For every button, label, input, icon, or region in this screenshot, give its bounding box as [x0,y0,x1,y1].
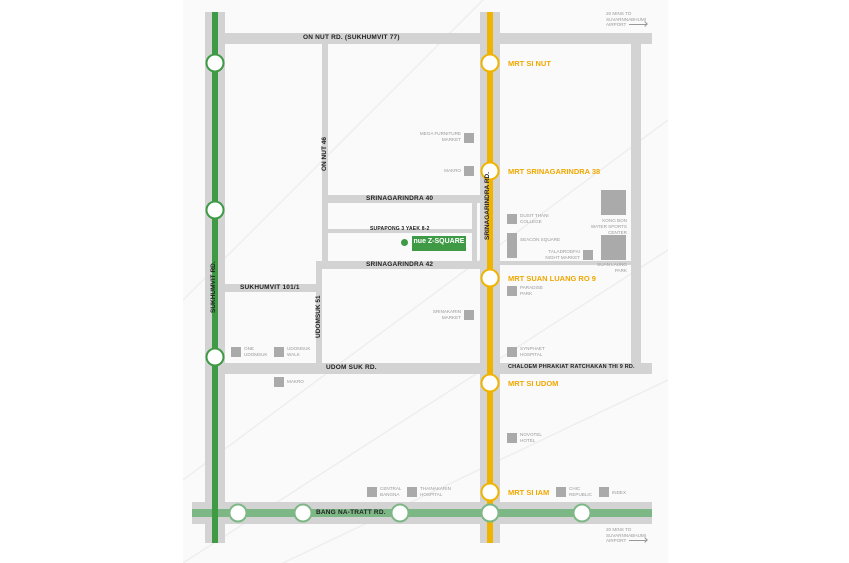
road-label-sukhumvit-101-1: SUKHUMVIT 101/1 [240,284,300,291]
project-location-icon [401,239,408,246]
landmark-marker [231,347,241,357]
road-suan-luang [500,261,631,265]
road-label-on-nut: ON NUT RD. (SUKHUMVIT 77) [303,34,400,41]
project-badge[interactable]: nue Z-SQUARE [412,236,466,251]
landmark-marker [507,233,517,258]
airport-note-bottom: 20 MINS TO SUVARNNABHUMI AIRPORT [606,527,648,544]
mrt-station[interactable] [480,53,500,73]
landmark-marker [601,190,626,215]
road-supapong [328,229,472,233]
landmark-label: MEGA FURNITURE MARKET [419,131,461,142]
road-on-nut-46 [322,44,328,266]
landmark-marker [507,433,517,443]
road-udom-suk [225,363,652,374]
landmark-marker [507,286,517,296]
landmark-marker [507,347,517,357]
road-label-supapong: SUPAPONG 3 YAEK 8-2 [370,226,430,232]
road-label-srinagarindra: SRINAGARINDRA RD. [484,171,491,240]
landmark-label: KONG BON WATER SPORTS CENTER [590,218,627,235]
arrow-right-icon [629,540,648,542]
mrt-label-si-iam: MRT SI IAM [508,488,550,497]
landmark-marker [599,487,609,497]
road-connector [472,203,477,261]
arrow-right-icon [629,24,648,26]
mrt-station[interactable] [480,482,500,502]
bts-station[interactable] [572,503,592,523]
landmark-label: SRINAKARIN MARKET [432,309,461,320]
landmark-marker [601,235,626,260]
mrt-label-srinagarindra-38: MRT SRINAGARINDRA 38 [508,167,601,176]
bts-line [212,12,218,543]
road-label-srinagarindra-42: SRINAGARINDRA 42 [366,261,434,268]
landmark-label: DUSIT THANI COLLEGE [520,213,549,224]
road-srinagarindra-42 [316,261,480,269]
bts-station[interactable] [205,347,225,367]
landmark-label: SUAN LAUNG PARK [597,262,627,273]
airport-note-text: 20 MINS TO SUVARNNABHUMI AIRPORT [606,527,646,543]
airport-note-text: 20 MINS TO SUVARNNABHUMI AIRPORT [606,11,646,27]
road-label-srinagarindra-40: SRINAGARINDRA 40 [366,195,434,202]
mrt-station[interactable] [480,268,500,288]
road-label-on-nut-46: ON NUT 46 [321,137,328,171]
landmark-marker [274,347,284,357]
landmark-marker [464,310,474,320]
landmark-label: CHIC REPUBLIC [569,486,592,497]
mrt-label-si-nut: MRT SI NUT [508,59,551,68]
landmark-label: SYNPHAET HOSPITAL [520,346,545,357]
landmark-label: THAINAKARIN HOSPITAL [420,486,451,497]
landmark-marker [274,377,284,387]
road-label-sukhumvit: SUKHUMVIT RD. [210,261,217,313]
landmark-label: SEACON SQUARE [520,237,561,242]
landmark-marker [583,250,593,260]
landmark-label: NOVOTEL HOTEL [520,432,542,443]
airport-note-top: 20 MINS TO SUVARNNABHUMI AIRPORT [606,11,648,28]
bts-station[interactable] [480,503,500,523]
landmark-marker [464,166,474,176]
mrt-label-suan-luang: MRT SUAN LUANG RO 9 [508,274,596,283]
area-map: ON NUT RD. (SUKHUMVIT 77) ON NUT 46 SRIN… [183,0,668,563]
bts-station[interactable] [205,53,225,73]
landmark-label: UDOMSUK WALK [287,346,311,357]
bts-station[interactable] [205,200,225,220]
landmark-label: INDEX [612,490,627,495]
road-label-chaloem: CHALOEM PHRAKIAT RATCHAKAN THI 9 RD. [508,364,635,370]
landmark-label: MAKRO [444,168,461,173]
landmark-label: MAKRO [287,379,304,384]
bts-station[interactable] [390,503,410,523]
mrt-label-si-udom: MRT SI UDOM [508,379,559,388]
mrt-station[interactable] [480,161,500,181]
road-udomsuk-51 [316,266,322,364]
road-on-nut [225,33,652,44]
road-srinagarindra-40 [328,195,480,203]
bts-station[interactable] [228,503,248,523]
road-right-vertical [631,44,641,372]
landmark-marker [464,133,474,143]
mrt-station[interactable] [480,373,500,393]
bts-station[interactable] [293,503,313,523]
landmark-label: CENTRAL BANGNA [380,486,402,497]
road-sukhumvit-101-1 [225,284,316,292]
road-network [183,0,668,563]
landmark-marker [507,214,517,224]
road-label-bang-na: BANG NA-TRATT RD. [316,509,386,516]
landmark-marker [407,487,417,497]
landmark-marker [367,487,377,497]
road-label-udom-suk: UDOM SUK RD. [326,364,377,371]
landmark-label: TALADRODFAI NIGHT MARKET [545,249,580,260]
road-label-udomsuk-51: UDOMSUK 51 [315,295,322,338]
landmark-label: PARADISE PARK [520,285,543,296]
landmark-label: ONE UDOMSUK [244,346,268,357]
landmark-marker [556,487,566,497]
bts-light-line [192,509,652,517]
